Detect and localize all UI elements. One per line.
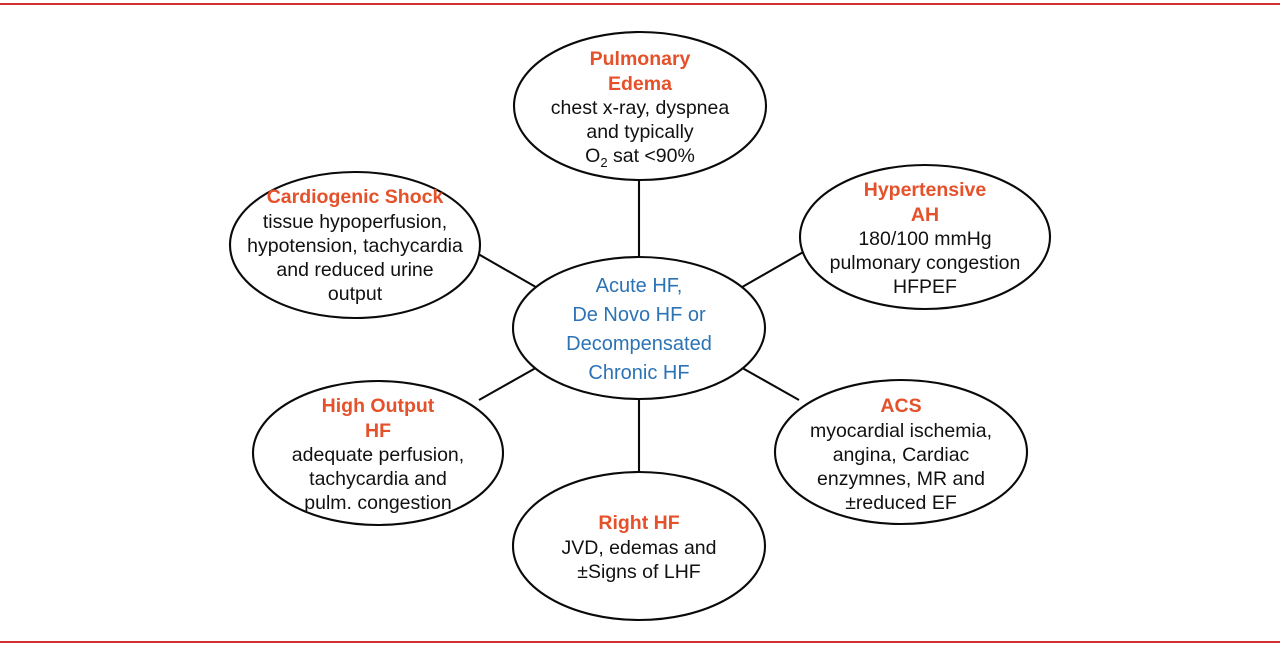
- pulmonary-edema-title-line-2: Edema: [608, 73, 672, 95]
- connector-center-to-hypertensive-ah: [736, 246, 813, 291]
- bottom-red-rule: [0, 641, 1280, 643]
- ellipse-hypertensive-ah[interactable]: [798, 163, 1052, 311]
- ellipse-right-hf[interactable]: [511, 470, 767, 622]
- center-line-4: Chronic HF: [588, 362, 689, 384]
- acs-title-line-1: ACS: [880, 395, 921, 417]
- cardiogenic-shock-body-line-1: tissue hypoperfusion,: [263, 211, 447, 233]
- pulmonary-edema-title-line-1: Pulmonary: [590, 48, 691, 70]
- cardiogenic-shock-body-line-4: output: [328, 283, 383, 305]
- connector-center-to-high-output-hf: [478, 364, 542, 401]
- acs-body-line-3: enzymnes, MR and: [817, 468, 985, 490]
- node-acs[interactable]: ACS myocardial ischemia, angina, Cardiac…: [810, 395, 992, 514]
- right-hf-body-line-1: JVD, edemas and: [561, 537, 716, 559]
- hypertensive-ah-title-line-2: AH: [911, 204, 939, 226]
- ellipse-center-acute-hf[interactable]: [511, 255, 767, 401]
- o2-subscript: 2: [600, 155, 607, 170]
- center-line-3: Decompensated: [566, 333, 712, 355]
- node-pulmonary-edema[interactable]: Pulmonary Edema chest x-ray, dyspnea and…: [551, 48, 730, 170]
- ellipse-acs[interactable]: [773, 378, 1029, 526]
- connector-center-to-acs: [736, 364, 800, 401]
- node-cardiogenic-shock[interactable]: Cardiogenic Shock tissue hypoperfusion, …: [247, 186, 463, 305]
- high-output-hf-body-line-3: pulm. congestion: [304, 492, 451, 514]
- top-red-rule: [0, 3, 1280, 5]
- right-hf-title-line-1: Right HF: [598, 512, 679, 534]
- node-center-acute-hf[interactable]: Acute HF, De Novo HF or Decompensated Ch…: [566, 275, 712, 384]
- center-line-1: Acute HF,: [596, 275, 683, 297]
- ellipse-pulmonary-edema[interactable]: [512, 30, 768, 182]
- high-output-hf-body-line-2: tachycardia and: [309, 468, 447, 490]
- hypertensive-ah-body-line-3: HFPEF: [893, 276, 957, 298]
- acs-body-line-2: angina, Cardiac: [833, 444, 970, 466]
- hypertensive-ah-body-line-2: pulmonary congestion: [830, 252, 1021, 274]
- high-output-hf-title-line-1: High Output: [322, 395, 435, 417]
- acs-body-line-1: myocardial ischemia,: [810, 420, 992, 442]
- center-line-2: De Novo HF or: [572, 304, 706, 326]
- cardiogenic-shock-title-line-1: Cardiogenic Shock: [267, 186, 444, 208]
- pulmonary-edema-body-line-2: and typically: [586, 121, 694, 143]
- hypertensive-ah-title-line-1: Hypertensive: [864, 179, 987, 201]
- right-hf-body-line-2: ±Signs of LHF: [577, 561, 701, 583]
- node-right-hf[interactable]: Right HF JVD, edemas and ±Signs of LHF: [561, 512, 716, 583]
- hypertensive-ah-body-line-1: 180/100 mmHg: [858, 228, 991, 250]
- o2-suffix: sat <90%: [608, 145, 695, 167]
- acs-body-line-4: ±reduced EF: [845, 492, 957, 514]
- connector-group: [465, 180, 813, 471]
- cardiogenic-shock-body-line-2: hypotension, tachycardia: [247, 235, 463, 257]
- ellipse-cardiogenic-shock[interactable]: [228, 170, 482, 320]
- high-output-hf-title-line-2: HF: [365, 420, 391, 442]
- ellipse-high-output-hf[interactable]: [251, 379, 505, 527]
- cardiogenic-shock-body-line-3: and reduced urine: [276, 259, 433, 281]
- pulmonary-edema-o2-sat-line: O2 sat <90%: [585, 145, 695, 170]
- node-hypertensive-ah[interactable]: Hypertensive AH 180/100 mmHg pulmonary c…: [830, 179, 1021, 298]
- node-high-output-hf[interactable]: High Output HF adequate perfusion, tachy…: [292, 395, 464, 514]
- o2-prefix: O: [585, 145, 600, 167]
- pulmonary-edema-body-line-1: chest x-ray, dyspnea: [551, 97, 730, 119]
- high-output-hf-body-line-1: adequate perfusion,: [292, 444, 464, 466]
